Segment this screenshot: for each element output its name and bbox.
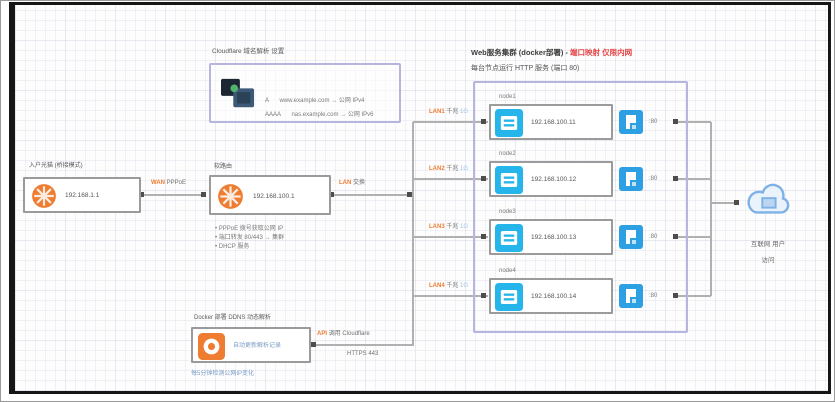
router-label: 软路由 (214, 164, 233, 170)
node-port: :80 (649, 234, 658, 240)
node-label: node4 (499, 268, 516, 274)
cloud-caption-1: 互联网 用户 (750, 241, 786, 248)
dns-box[interactable]: A www.example.com → 公网 IPv4 AAAA nas.exa… (209, 63, 401, 123)
edge-tag: LAN1 (429, 109, 445, 115)
node-label: node1 (499, 94, 516, 100)
router-icon (217, 183, 244, 210)
edge-text: 千兆 (446, 224, 459, 230)
ddns-label: Docker 部署 DDNS 动态解析 (194, 315, 272, 321)
cluster-title-warning: 端口映射 仅限内网 (570, 48, 633, 57)
exit-lines[interactable] (673, 119, 711, 298)
trunk-line-left[interactable] (311, 122, 414, 347)
router-note: • PPPoE 拨号获取公网 IP (215, 226, 284, 232)
node-port: :80 (649, 176, 658, 182)
edge-text: 千兆 (446, 109, 459, 115)
edge-label-api-below: HTTPS 443 (347, 351, 379, 357)
dns-record-row: AAAA nas.example.com → 公网 IPv6 (265, 103, 374, 121)
node-label: node3 (499, 209, 516, 215)
node-box-3[interactable]: 192.168.100.13 (489, 219, 613, 255)
server-icon (495, 109, 523, 137)
ddns-icon (198, 333, 225, 360)
edge-label-lan1: LAN1 千兆 1G (429, 109, 468, 115)
edge-label-wan: WAN PPPoE (151, 180, 186, 186)
edge-tag: API (317, 331, 328, 337)
edge-label-lan2: LAN2 千兆 1G (429, 166, 468, 172)
edge-tag: LAN4 (429, 283, 445, 289)
dns-icon (219, 77, 257, 111)
edge-text: 交换 (353, 180, 366, 186)
edge-label-lan3: LAN3 千兆 1G (429, 224, 468, 230)
edge-tag: LAN (339, 180, 352, 186)
router-note: • DHCP 服务 (215, 244, 250, 250)
internet-cloud-icon[interactable] (743, 182, 793, 220)
server-icon (495, 166, 523, 194)
node-box-2[interactable]: 192.168.100.12 (489, 161, 613, 197)
router-box[interactable]: 192.168.100.1 (209, 175, 331, 215)
trunk-line-right[interactable] (710, 122, 739, 296)
edge-label-lan: LAN 交换 (339, 180, 365, 186)
node-box-1[interactable]: 192.168.100.11 (489, 104, 613, 140)
edge-extra: 1G (460, 166, 469, 172)
modem-label: 入户光猫 (桥接模式) (29, 163, 83, 169)
modem-box[interactable]: 192.168.1.1 (23, 177, 141, 213)
dns-record-text: www.example.com → 公网 IPv4 (279, 98, 365, 104)
modem-icon (31, 183, 57, 209)
modem-ip: 192.168.1.1 (65, 192, 100, 199)
ddns-link[interactable]: 自动更新解析记录 (233, 343, 282, 349)
edge-modem-router[interactable] (139, 192, 206, 197)
container-icon[interactable] (619, 110, 643, 134)
node-ip: 192.168.100.11 (531, 119, 576, 126)
branch-lines[interactable] (413, 119, 488, 298)
router-note: • 端口转发 80/443 → 集群 (215, 235, 285, 241)
edge-text: 千兆 (446, 166, 459, 172)
container-icon[interactable] (619, 167, 643, 191)
dns-record-text: nas.example.com → 公网 IPv6 (291, 112, 374, 118)
edge-tag: LAN2 (429, 166, 445, 172)
dns-record-tag: AAAA (265, 112, 282, 118)
cluster-title-text: Web服务集群 (docker部署) - (471, 48, 568, 57)
dns-record-row: A www.example.com → 公网 IPv4 (265, 89, 365, 107)
ddns-box[interactable]: 自动更新解析记录 (191, 327, 311, 363)
edge-extra: 1G (460, 283, 469, 289)
node-ip: 192.168.100.12 (531, 176, 577, 183)
server-icon (495, 224, 523, 252)
node-ip: 192.168.100.14 (531, 293, 577, 300)
dns-record-tag: A (265, 98, 270, 104)
edge-tag: LAN3 (429, 224, 445, 230)
edge-text: PPPoE (166, 180, 187, 186)
container-icon[interactable] (619, 225, 643, 249)
diagram-canvas[interactable] (15, 5, 828, 391)
edge-tag: WAN (151, 180, 165, 186)
cloud-caption-2: 访问 (761, 257, 775, 264)
edge-extra: 1G (460, 224, 469, 230)
node-box-4[interactable]: 192.168.100.14 (489, 278, 613, 314)
cluster-subtitle: 每台节点运行 HTTP 服务 (端口 80) (471, 65, 580, 72)
ddns-note-link[interactable]: 每5分钟检测公网IP变化 (191, 371, 255, 377)
container-icon[interactable] (619, 284, 643, 308)
node-label: node2 (499, 151, 516, 157)
edge-label-lan4: LAN4 千兆 1G (429, 283, 468, 289)
edge-text: 调用 Cloudflare (328, 331, 370, 337)
node-port: :80 (649, 119, 658, 125)
router-ip: 192.168.100.1 (253, 193, 295, 200)
cluster-group-box[interactable] (473, 81, 688, 333)
edge-extra: 1G (460, 109, 469, 115)
node-ip: 192.168.100.13 (531, 234, 577, 241)
node-port: :80 (649, 293, 658, 299)
edge-text: 千兆 (446, 283, 459, 289)
cluster-title: Web服务集群 (docker部署) - 端口映射 仅限内网 (471, 47, 632, 58)
dns-box-title: Cloudflare 域名解析 设置 (212, 48, 285, 55)
edge-label-api: API 调用 Cloudflare (317, 331, 370, 337)
edge-router-trunk[interactable] (329, 192, 413, 197)
server-icon (495, 283, 523, 311)
